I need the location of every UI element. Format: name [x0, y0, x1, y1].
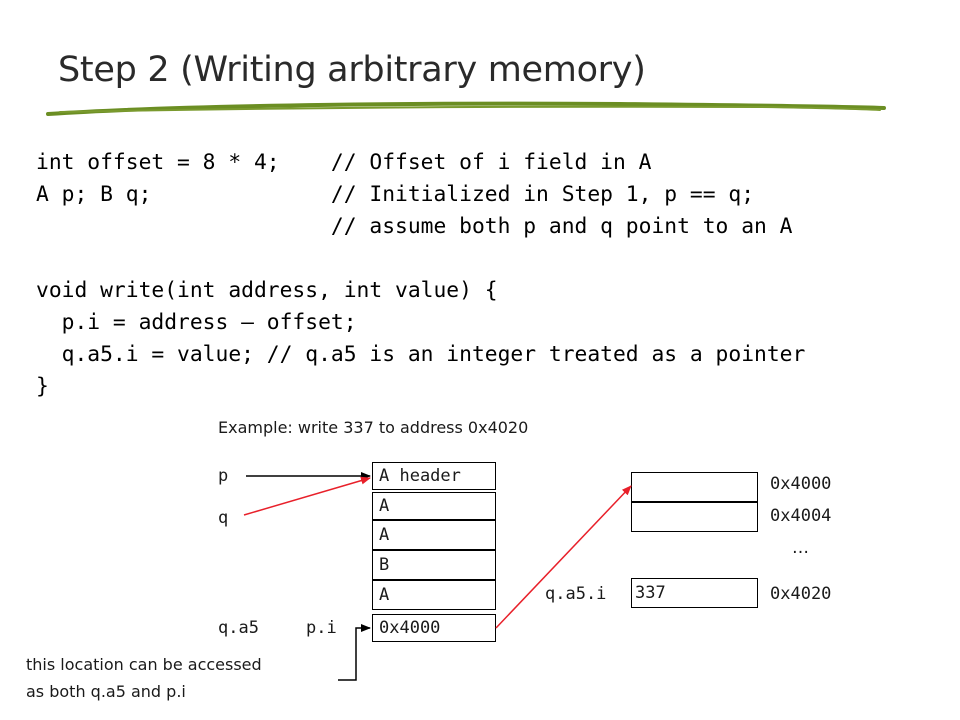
code-line: }	[36, 374, 49, 399]
memory-cell	[631, 502, 758, 532]
pointer-p-label: p	[218, 466, 229, 486]
code-line: A p; B q; // Initialized in Step 1, p ==…	[36, 182, 755, 207]
arrow-note	[338, 624, 371, 681]
code-line: void write(int address, int value) {	[36, 278, 498, 303]
object-cell-header: A header	[372, 462, 496, 490]
ellipsis: …	[792, 538, 809, 558]
memory-cell	[631, 472, 758, 502]
qa5i-label: q.a5.i	[545, 584, 607, 604]
address-label: 0x4020	[770, 584, 832, 604]
pi-label: p.i	[306, 618, 337, 638]
code-line: q.a5.i = value; // q.a5 is an integer tr…	[36, 342, 806, 367]
code-line: // assume both p and q point to an A	[36, 214, 793, 239]
arrow-field-to-memory	[495, 485, 632, 629]
code-line: int offset = 8 * 4; // Offset of i field…	[36, 150, 652, 175]
object-cell: A	[372, 580, 496, 610]
qa5-label: q.a5	[218, 618, 259, 638]
diagram-caption: Example: write 337 to address 0x4020	[218, 418, 529, 437]
pointer-q-label: q	[218, 508, 229, 528]
memory-cell-target: 337	[631, 578, 758, 608]
note-line: this location can be accessed	[26, 655, 262, 674]
code-block: int offset = 8 * 4; // Offset of i field…	[36, 147, 805, 403]
object-cell-field: 0x4000	[372, 614, 496, 642]
note-line: as both q.a5 and p.i	[26, 682, 186, 701]
address-label: 0x4004	[770, 506, 832, 526]
slide-title: Step 2 (Writing arbitrary memory)	[58, 50, 646, 90]
object-cell: B	[372, 550, 496, 580]
address-label: 0x4000	[770, 474, 832, 494]
note-text: this location can be accessed as both q.…	[26, 651, 262, 705]
code-line: p.i = address – offset;	[36, 310, 357, 335]
arrow-q	[243, 476, 371, 516]
object-cell: A	[372, 492, 496, 520]
object-cell: A	[372, 520, 496, 550]
title-underline	[46, 101, 886, 116]
